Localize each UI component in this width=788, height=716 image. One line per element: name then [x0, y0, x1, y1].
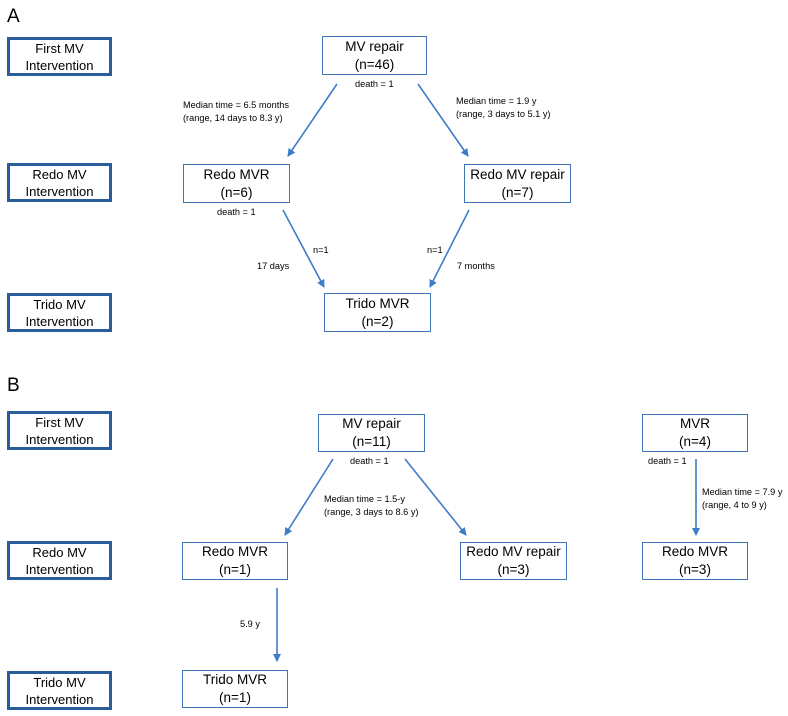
stage-label-line1: Trido MV	[33, 674, 86, 690]
panel-a-node-mv-repair: MV repair (n=46)	[322, 36, 427, 75]
panel-a-n1-left: n=1	[313, 245, 329, 255]
panel-a-node-redo-mv-repair: Redo MV repair (n=7)	[464, 164, 571, 203]
panel-b-node-redo-mv-repair: Redo MV repair (n=3)	[460, 542, 567, 580]
node-title: Trido MVR	[345, 295, 410, 311]
panel-b-median-mid-line2: (range, 3 days to 8.6 y)	[324, 507, 419, 517]
panel-a-n1-right: n=1	[427, 245, 443, 255]
node-title: Redo MV repair	[470, 166, 565, 182]
stage-label-line1: First MV	[35, 40, 84, 56]
panel-b-median-mid-line1: Median time = 1.5-y	[324, 494, 405, 504]
panel-b-node-trido-mvr: Trido MVR (n=1)	[182, 670, 288, 708]
panel-a-months-right: 7 months	[457, 261, 495, 271]
stage-label-line1: First MV	[35, 414, 84, 430]
stage-label-line2: Intervention	[25, 691, 94, 707]
panel-b-node-redo-mvr: Redo MVR (n=1)	[182, 542, 288, 580]
node-count: (n=3)	[497, 562, 530, 577]
panel-a-death-label-mv-repair: death = 1	[355, 79, 394, 89]
panel-a-median-left-line2: (range, 14 days to 8.3 y)	[183, 113, 283, 123]
node-count: (n=1)	[219, 690, 251, 705]
arrow-a-redo-repair-to-trido	[429, 209, 470, 288]
node-title: Redo MVR	[203, 166, 270, 182]
panel-b-death-label-mvr: death = 1	[648, 456, 687, 466]
arrow-a-repair-to-redo-repair	[417, 83, 469, 157]
stage-label-line1: Redo MV	[32, 166, 87, 182]
arrow-b-repair-to-redo-mvr	[284, 458, 334, 536]
panel-b-death-label-mv-repair: death = 1	[350, 456, 389, 466]
stage-label-line1: Trido MV	[33, 296, 86, 312]
panel-a-node-trido-mvr: Trido MVR (n=2)	[324, 293, 431, 332]
panel-b-node-mv-repair: MV repair (n=11)	[318, 414, 425, 452]
stage-label-line2: Intervention	[25, 431, 94, 447]
node-count: (n=4)	[679, 434, 711, 449]
panel-b-letter: B	[7, 375, 20, 396]
node-count: (n=6)	[220, 184, 253, 200]
panel-a-stage-redo-intervention: Redo MV Intervention	[7, 163, 112, 202]
panel-a-stage-trido-intervention: Trido MV Intervention	[7, 293, 112, 332]
node-count: (n=2)	[361, 313, 394, 329]
panel-a-median-right-line1: Median time = 1.9 y	[456, 96, 537, 106]
stage-label-line1: Redo MV	[32, 544, 87, 560]
node-count: (n=11)	[352, 434, 391, 449]
arrow-a-repair-to-redo-mvr	[287, 83, 338, 157]
stage-label-line2: Intervention	[25, 57, 94, 73]
node-title: Trido MVR	[202, 672, 267, 687]
node-title: MV repair	[342, 416, 401, 431]
node-title: MVR	[680, 416, 710, 431]
node-title: MV repair	[345, 38, 404, 54]
panel-b-years-left: 5.9 y	[240, 619, 260, 629]
node-title: Redo MV repair	[466, 544, 561, 559]
panel-a-stage-first-intervention: First MV Intervention	[7, 37, 112, 76]
panel-a-node-redo-mvr: Redo MVR (n=6)	[183, 164, 290, 203]
arrow-a-redo-mvr-to-trido	[282, 209, 325, 288]
panel-b-node-mvr: MVR (n=4)	[642, 414, 748, 452]
panel-a-letter: A	[7, 6, 20, 27]
node-count: (n=46)	[354, 56, 395, 72]
panel-b-median-right-line2: (range, 4 to 9 y)	[702, 500, 767, 510]
node-count: (n=3)	[679, 562, 711, 577]
panel-a-days-left: 17 days	[257, 261, 290, 271]
node-title: Redo MVR	[201, 544, 269, 559]
panel-a-median-right-line2: (range, 3 days to 5.1 y)	[456, 109, 551, 119]
arrow-b-repair-to-redo-repair	[404, 458, 467, 536]
panel-b-stage-first-intervention: First MV Intervention	[7, 411, 112, 450]
panel-a-death-label-redo-mvr: death = 1	[217, 207, 256, 217]
panel-b-median-right-line1: Median time = 7.9 y	[702, 487, 783, 497]
stage-label-line2: Intervention	[25, 313, 94, 329]
stage-label-line2: Intervention	[25, 561, 94, 577]
node-count: (n=7)	[501, 184, 534, 200]
panel-a-median-left-line1: Median time = 6.5 months	[183, 100, 289, 110]
panel-b-stage-redo-intervention: Redo MV Intervention	[7, 541, 112, 580]
stage-label-line2: Intervention	[25, 183, 94, 199]
panel-b-node-redo-mvr-right: Redo MVR (n=3)	[642, 542, 748, 580]
node-count: (n=1)	[219, 562, 251, 577]
node-title: Redo MVR	[661, 544, 729, 559]
panel-b-stage-trido-intervention: Trido MV Intervention	[7, 671, 112, 710]
